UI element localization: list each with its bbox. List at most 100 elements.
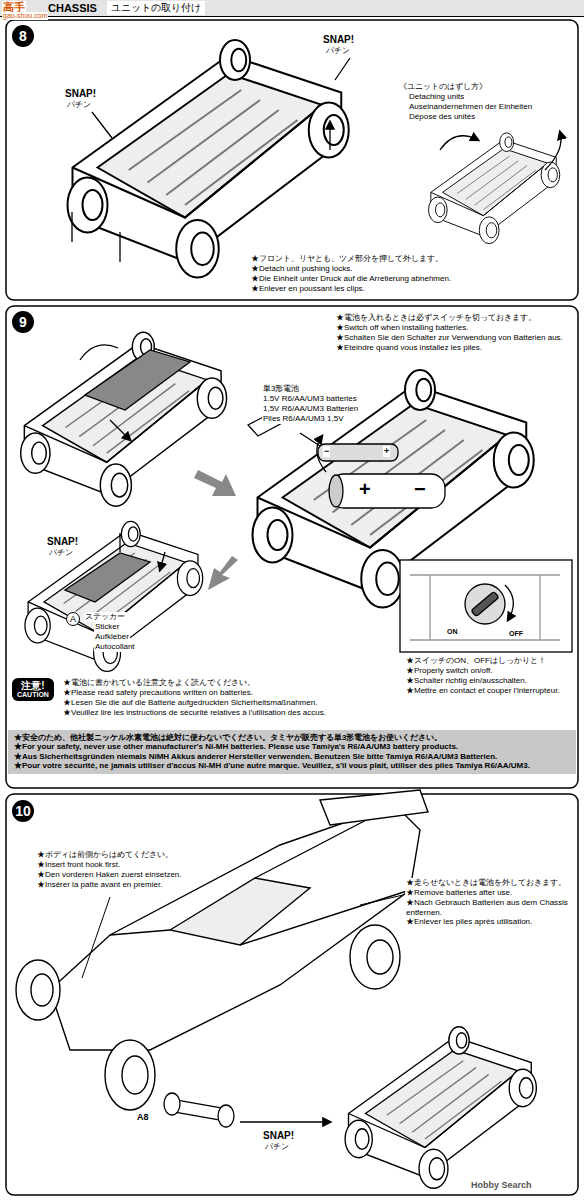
battery-label: 1,5V R6/AA/UM3 Batterien	[262, 404, 359, 414]
roller-illustration	[240, 1121, 330, 1122]
note-text: ★Enlever les piles après utilisation.	[405, 917, 533, 927]
header-band: CHASSISユニットの取り付け	[0, 0, 584, 17]
warning-text: ★Pour votre sécurité, ne jamais utiliser…	[14, 761, 570, 770]
detach-heading: Auseinandernehmen der Einheiten	[408, 102, 533, 112]
detach-illustration	[440, 136, 478, 150]
switch-inset	[465, 584, 505, 624]
battery-install-illustration	[300, 433, 320, 446]
watermark: gao-shou.com	[2, 12, 48, 20]
battery-cover-illustration	[194, 470, 236, 496]
detach-heading: 《ユニットのはずし方》	[398, 82, 488, 92]
note-text: ★Nach Gebrauch Batterien aus dem Chassis…	[405, 898, 573, 917]
battery-install-illustration	[318, 444, 398, 461]
step-panel	[6, 794, 578, 1195]
battery-label: Piles R6/AA/UM3 1,5V	[262, 414, 344, 424]
battery-cover-illustration	[21, 332, 236, 506]
caution-text: ★Lesen Sie die auf die Batterie aufgedru…	[62, 698, 318, 708]
body-illustration	[82, 895, 403, 978]
battery-install-illustration	[330, 474, 445, 508]
switch-inset	[400, 560, 572, 652]
battery-mark: +	[383, 446, 390, 457]
body-illustration	[16, 960, 60, 1020]
battery-cover-closed	[25, 521, 203, 671]
node-text: 注意!	[17, 680, 49, 691]
watermark: Hobby Search	[470, 1180, 533, 1191]
sticker-callout: A	[66, 612, 80, 626]
warning-text: ★Aus Sicherheitsgründen niemals NiMH Akk…	[14, 752, 570, 761]
switch-label: OFF	[508, 630, 524, 638]
step-number-text: 9	[19, 314, 27, 330]
battery-cover-closed	[120, 533, 165, 570]
note-text: ★走らせないときは電池を外しておきます。	[405, 878, 567, 888]
detach-illustration	[429, 133, 560, 244]
step-number-text: 10	[15, 803, 31, 819]
note-text: ★Insert front hook first.	[36, 860, 121, 870]
note-text: ★Switch off when installing batteries.	[335, 323, 469, 333]
note-text: ★スイッチのON、OFFはしっかりと！	[405, 656, 547, 666]
step-number-text: 8	[19, 28, 27, 44]
step-number: 8	[12, 25, 34, 47]
body-illustration	[170, 878, 310, 945]
note-text: ★Eteindre quand vous installez les piles…	[335, 343, 483, 353]
note-text: ★Insérer la patte avant en premier.	[36, 880, 163, 890]
snap-label: パチン	[325, 46, 351, 56]
sticker-label: Sticker	[94, 622, 120, 632]
chassis-illustration	[92, 58, 350, 138]
body-illustration	[105, 1040, 155, 1110]
caution-text: ★Please read safety precautions written …	[62, 688, 254, 698]
chassis-illustration	[68, 40, 349, 278]
snap-label: SNAP!	[262, 1130, 295, 1142]
detach-heading: Dépose des unités	[408, 112, 476, 122]
body-illustration	[16, 790, 428, 1110]
battery-mark: +	[358, 477, 372, 501]
battery-cover-illustration	[80, 345, 130, 440]
roller-illustration	[218, 1105, 234, 1127]
detach-illustration	[545, 132, 561, 170]
note-text: ★Remove batteries after use.	[405, 888, 513, 898]
roller-illustration	[164, 1027, 536, 1189]
snap-label: SNAP!	[322, 34, 355, 46]
battery-install-illustration	[208, 556, 238, 590]
warning-band: ★安全のため、他社製ニッケル水素電池は絶対に使わないでください。タミヤが販売する…	[8, 730, 576, 774]
battery-label: 単3形電池	[262, 384, 300, 394]
caution-badge: 注意!CAUTION	[12, 678, 54, 701]
body-illustration	[320, 790, 428, 825]
body-illustration	[122, 1056, 148, 1094]
battery-label: 1.5V R6/AA/UM3 batteries	[262, 394, 358, 404]
step-panel	[6, 20, 578, 300]
battery-mark: −	[323, 446, 330, 457]
snap-label: パチン	[264, 1142, 290, 1152]
switch-inset	[400, 560, 572, 652]
warning-text: ★安全のため、他社製ニッケル水素電池は絶対に使わないでください。タミヤが販売する…	[14, 733, 570, 742]
note-text: ★Properly switch on/off.	[405, 666, 494, 676]
switch-inset	[471, 591, 499, 616]
battery-install-illustration	[329, 475, 343, 507]
roller-illustration	[164, 1093, 180, 1115]
chassis-illustration	[68, 40, 351, 278]
roller-illustration	[345, 1027, 536, 1189]
switch-label: ON	[446, 628, 459, 636]
caution-text: ★電池に書かれている注意文をよく読んでください。	[62, 678, 256, 688]
battery-cover-illustration	[21, 332, 227, 506]
battery-cover-illustration	[85, 350, 190, 410]
note-text: ★Schalter richtig ein/ausschalten.	[405, 676, 528, 686]
note-text: ★電池を入れるときは必ずスイッチを切っておきます。	[335, 313, 537, 323]
switch-inset	[410, 575, 560, 640]
body-illustration	[367, 940, 393, 974]
switch-inset	[505, 585, 513, 620]
sticker-label: ステッカー	[84, 612, 126, 622]
detach-heading: Detaching units	[408, 92, 465, 102]
note-text: ★Detach unit pushing locks.	[250, 264, 353, 274]
note-text: ★Die Einheit unter Druck auf die Arretie…	[250, 274, 452, 284]
battery-cover-closed	[65, 553, 150, 602]
battery-cover-closed	[25, 521, 203, 671]
body-illustration	[31, 974, 53, 1006]
snap-label: パチン	[48, 548, 74, 558]
battery-mark: −	[413, 477, 427, 501]
step-panel	[6, 20, 578, 1195]
step-panel	[6, 306, 578, 788]
note-text: ★ボディは前側からはめてください。	[36, 850, 174, 860]
node-text: CAUTION	[17, 691, 49, 699]
sticker-label: Autocollant	[94, 642, 136, 652]
